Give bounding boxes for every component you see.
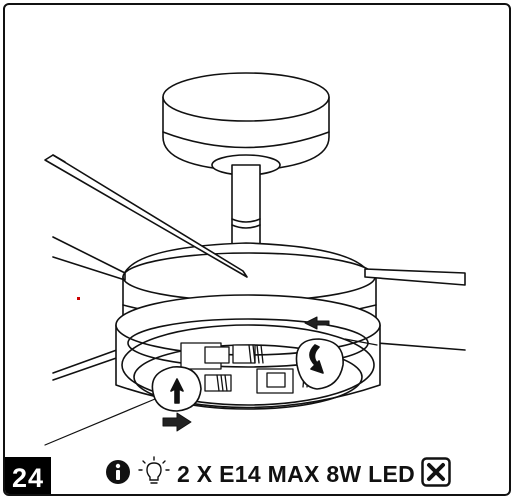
bulb-sockets bbox=[180, 342, 310, 394]
rotation-arrows bbox=[170, 344, 324, 404]
light-bulb-icon bbox=[137, 455, 171, 493]
fan-blades bbox=[44, 154, 466, 381]
ceiling-canopy bbox=[162, 72, 330, 176]
cross-box-icon bbox=[421, 456, 451, 492]
instruction-panel: 24 2 X E14 MAX 8W LED bbox=[3, 3, 511, 496]
bulb-spec-text: 2 X E14 MAX 8W LED bbox=[177, 460, 416, 487]
step-number-badge: 24 bbox=[5, 457, 51, 494]
downrod bbox=[231, 164, 261, 246]
bulb-specification: 2 X E14 MAX 8W LED bbox=[105, 454, 451, 494]
info-icon bbox=[105, 459, 131, 490]
step-number: 24 bbox=[11, 462, 45, 493]
leader-lines bbox=[44, 338, 378, 446]
ceiling-fan-light-assembly-drawing bbox=[44, 72, 466, 446]
red-marker bbox=[77, 297, 80, 300]
push-arrows bbox=[162, 316, 330, 432]
